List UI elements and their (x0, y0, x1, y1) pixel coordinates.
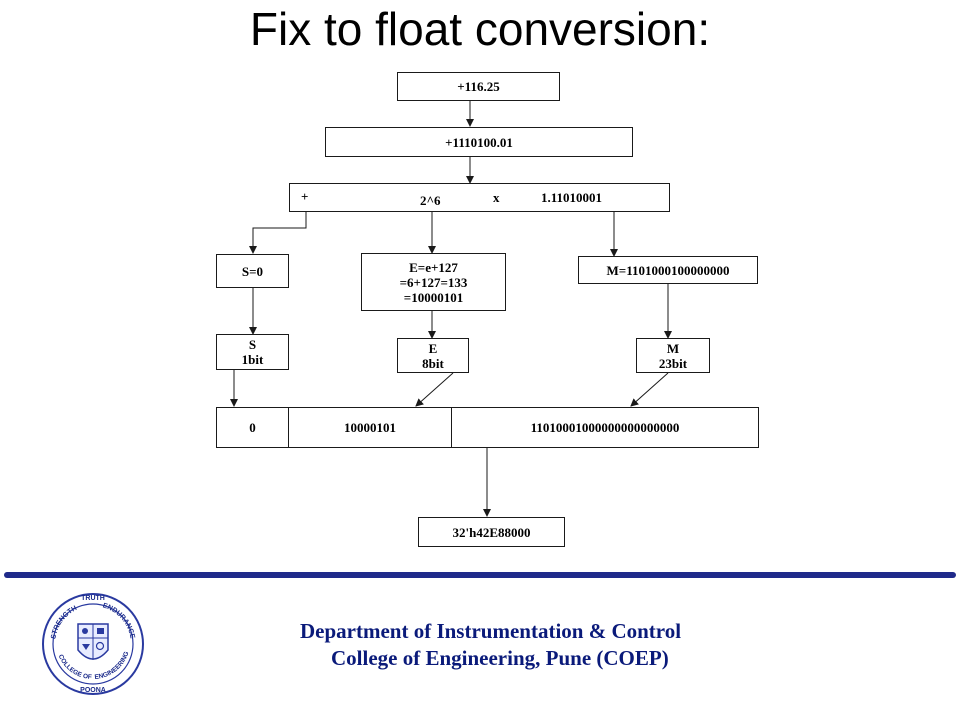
sign-calc: S=0 (241, 263, 264, 279)
sign-field-name: S (248, 337, 257, 352)
department-name: Department of Instrumentation & Control (300, 619, 682, 643)
input-value-box: +116.25 (397, 72, 560, 101)
output-value: 32'h42E88000 (452, 524, 531, 540)
arrow-to-sign-calc (249, 212, 307, 254)
normalized-times: x (493, 190, 500, 205)
connector-arrows (230, 101, 672, 517)
sign-calc-box: S=0 (216, 254, 289, 288)
slide-title: Fix to float conversion: (249, 3, 711, 55)
binary-value-box: +1110100.01 (325, 127, 633, 157)
exponent-calc-box: E=e+127 =6+127=133 =10000101 (361, 253, 506, 311)
input-value: +116.25 (457, 79, 500, 94)
output-value-box: 32'h42E88000 (418, 517, 565, 547)
exponent-field-name: E (428, 340, 438, 356)
mantissa-calc-box: M=1101000100000000 (578, 256, 758, 284)
result-sign-bit: 0 (249, 420, 256, 435)
arrow-exponent-field-to-bits (415, 372, 454, 407)
result-exponent-cell: 10000101 (288, 407, 452, 448)
mantissa-field-width: 23bit (658, 355, 688, 371)
sign-field-box: S 1bit (216, 334, 289, 370)
sign-field-width: 1bit (241, 352, 264, 367)
college-seal-logo: STRENGTH ENDURANCE TRUTH COLLEGE OF ENGI… (42, 593, 144, 695)
normalized-mantissa: 1.11010001 (541, 190, 603, 205)
exponent-calc-line-1: E=e+127 (409, 259, 458, 275)
normalized-form-box: + 2^6 x 1.11010001 (289, 183, 670, 212)
result-mantissa-cell: 11010001000000000000000 (451, 407, 759, 448)
normalized-sign: + (301, 189, 309, 204)
exponent-field-box: E 8bit (397, 338, 469, 373)
mantissa-field-box: M 23bit (636, 338, 710, 373)
seal-text-bottom: POONA (80, 687, 106, 694)
normalized-power: 2^6 (420, 193, 441, 208)
result-exponent-bits: 10000101 (344, 420, 396, 435)
exponent-field-width: 8bit (422, 355, 444, 371)
seal-text-top: TRUTH (81, 595, 105, 602)
footer-divider (4, 572, 956, 578)
exponent-calc-line-2: =6+127=133 (399, 274, 468, 290)
result-sign-cell: 0 (216, 407, 289, 448)
binary-value: +1110100.01 (445, 134, 513, 150)
exponent-calc-line-3: =10000101 (403, 289, 464, 305)
mantissa-calc: M=1101000100000000 (606, 262, 730, 278)
college-name: College of Engineering, Pune (COEP) (331, 646, 669, 670)
mantissa-field-name: M (666, 340, 680, 356)
result-mantissa-bits: 11010001000000000000000 (530, 420, 680, 435)
arrow-mantissa-field-to-bits (630, 372, 669, 407)
